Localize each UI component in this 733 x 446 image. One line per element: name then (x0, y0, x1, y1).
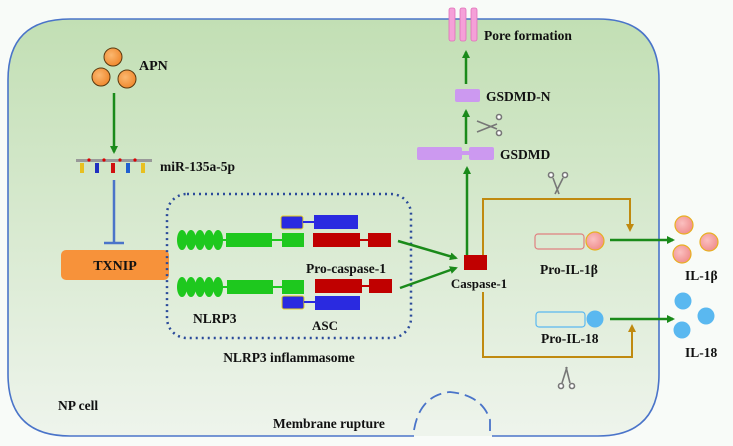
inhibition-line (104, 180, 124, 245)
caspase-1-label: Caspase-1 (451, 276, 507, 291)
pro-il18-protein (535, 310, 604, 328)
np-cell-label: NP cell (58, 398, 98, 413)
txnip-label: TXNIP (93, 259, 137, 274)
caspase-1-box (464, 255, 487, 270)
membrane-rupture-label: Membrane rupture (273, 416, 385, 431)
inflammasome-to-caspase-arrow-2 (399, 266, 458, 290)
il18-molecules (673, 292, 715, 339)
il18-label: IL-18 (685, 345, 718, 360)
inflammasome-box (165, 192, 413, 340)
txnip-box (61, 250, 169, 280)
pore-formation-label: Pore formation (484, 28, 572, 43)
caspase-to-il18-path (482, 292, 636, 358)
scissors-icon-upper (547, 171, 569, 195)
gsdmd-n-label: GSDMD-N (486, 89, 551, 104)
pro-caspase-label: Pro-caspase-1 (306, 261, 386, 276)
scissors-icon-lower (557, 366, 576, 390)
gsdmd-label: GSDMD (500, 147, 551, 162)
nlrp3-complex-1 (177, 215, 391, 250)
mirna-icon (76, 158, 152, 173)
gsdmd-protein (417, 147, 494, 160)
inflammasome-to-caspase-arrow-1 (397, 239, 458, 261)
inflammasome-label: NLRP3 inflammasome (223, 350, 355, 365)
pro-il18-label: Pro-IL-18 (541, 331, 599, 346)
membrane-rupture-line (413, 391, 491, 436)
pro-il1b-protein (534, 231, 605, 251)
il1b-molecules (672, 215, 719, 264)
nlrp3-label: NLRP3 (193, 311, 237, 326)
gsdmd-n-box (455, 89, 480, 102)
asc-label: ASC (312, 318, 338, 333)
pore-icon (448, 7, 478, 42)
apn-molecules (91, 47, 137, 89)
pro-il1b-label: Pro-IL-1β (540, 262, 598, 277)
scissors-icon (476, 113, 503, 137)
apn-label: APN (139, 59, 168, 74)
nlrp3-complex-2 (177, 277, 392, 310)
mirna-label: miR-135a-5p (160, 159, 235, 174)
caspase-to-il1b-path (482, 198, 634, 255)
membrane-fill (296, 420, 492, 436)
il1b-label: IL-1β (685, 268, 718, 283)
